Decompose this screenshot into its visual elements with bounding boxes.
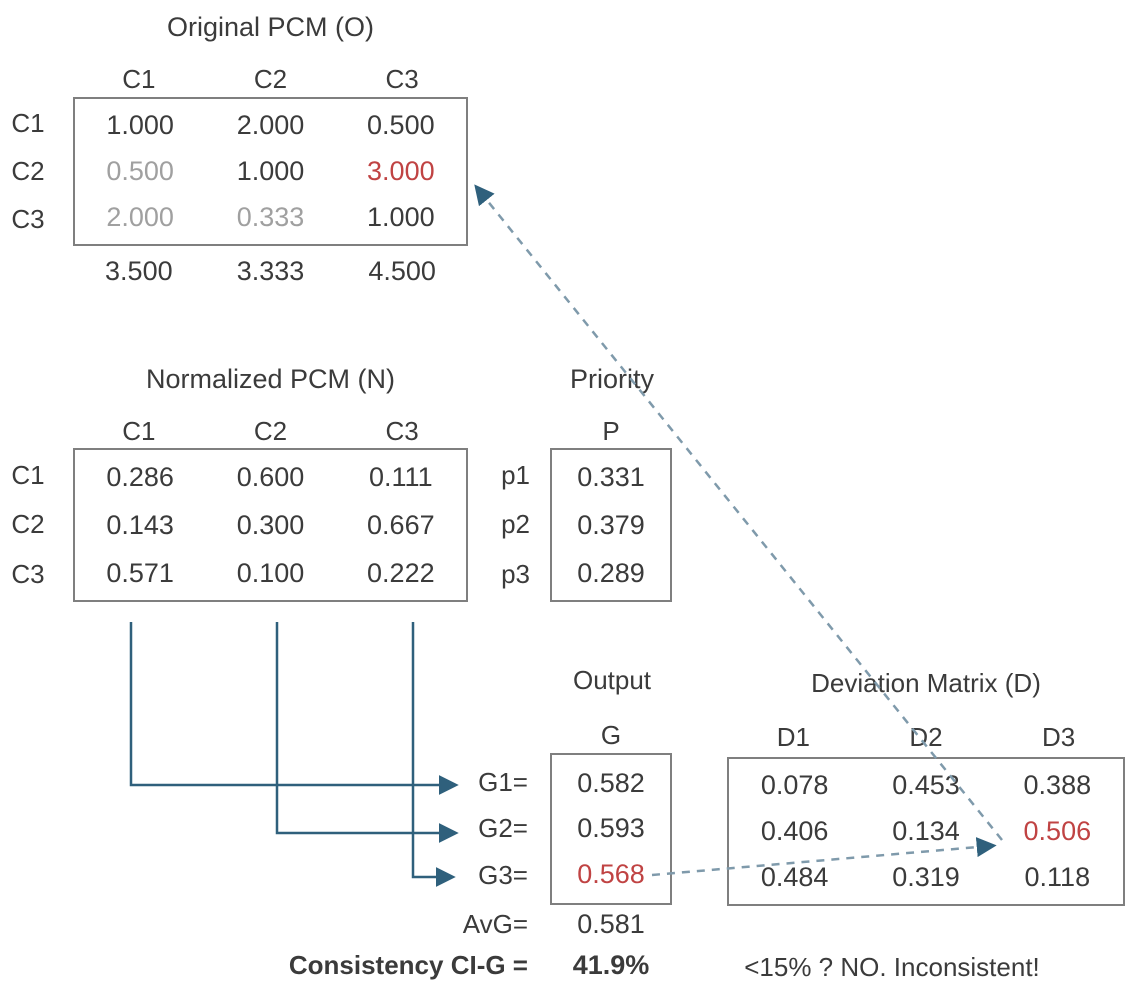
n-cell-r3c3: 0.222	[367, 557, 435, 588]
original-pcm-title: Original PCM (O)	[166, 12, 375, 42]
avg-label: AvG=	[462, 908, 528, 939]
output-label-g2: G2=	[478, 813, 528, 844]
arrow-n-col2-to-g2	[275, 622, 459, 843]
output-label-g3: G3=	[478, 860, 528, 891]
priority-label-p1: p1	[501, 460, 530, 491]
o-cell-r1c1: 1.000	[106, 109, 174, 140]
n-col-header-c3: C3	[385, 415, 419, 446]
o-cell-r2c3-highlighted: 3.000	[367, 155, 435, 186]
normalized-pcm-row-headers: C1 C2 C3	[4, 448, 52, 602]
n-cell-r2c1: 0.143	[106, 509, 174, 540]
priority-label-p3: p3	[501, 558, 530, 589]
output-title: Output	[572, 665, 652, 695]
o-sum-c2: 3.333	[236, 255, 305, 286]
n-row-header-c2: C2	[11, 509, 45, 540]
d-cell-r2c2: 0.134	[892, 815, 960, 846]
d-cell-r3c3: 0.118	[1024, 862, 1091, 893]
o-cell-r3c2: 0.333	[236, 202, 305, 233]
n-row-header-c1: C1	[11, 460, 45, 491]
o-sum-c3: 4.500	[368, 255, 436, 286]
normalized-pcm-matrix: 0.286 0.600 0.111 0.143 0.300 0.667 0.57…	[73, 448, 468, 602]
o-cell-r1c3: 0.500	[367, 109, 435, 140]
n-cell-r2c3: 0.667	[367, 509, 435, 540]
d-cell-r1c1: 0.078	[760, 769, 829, 800]
priority-col-header: P	[602, 415, 620, 446]
output-label-g1: G1=	[478, 766, 528, 797]
priority-vector: 0.331 0.379 0.289	[550, 448, 672, 602]
output-row-labels: G1= G2= G3=	[418, 753, 528, 905]
o-cell-r2c1: 0.500	[106, 155, 174, 186]
o-cell-r2c2: 1.000	[236, 155, 305, 186]
n-cell-r3c1: 0.571	[106, 557, 174, 588]
arrow-n-col1-to-g1	[129, 622, 459, 795]
consistency-label: Consistency CI-G =	[288, 949, 528, 980]
original-pcm-col-headers: C1 C2 C3	[73, 62, 468, 96]
n-row-header-c3: C3	[11, 558, 45, 589]
priority-row-labels: p1 p2 p3	[478, 448, 530, 602]
o-col-header-c3: C3	[385, 63, 419, 94]
output-value-g1: 0.582	[577, 768, 645, 799]
original-pcm-matrix: 1.000 2.000 0.500 0.500 1.000 3.000 2.00…	[73, 97, 468, 246]
deviation-matrix-title: Deviation Matrix (D)	[811, 668, 1041, 698]
d-col-header-d1: D1	[776, 721, 810, 752]
d-cell-r3c2: 0.319	[892, 862, 960, 893]
d-cell-r1c2: 0.453	[892, 769, 960, 800]
o-cell-r3c3: 1.000	[367, 202, 435, 233]
consistency-verdict: <15% ? NO. Inconsistent!	[744, 951, 1040, 982]
n-cell-r1c3: 0.111	[369, 461, 433, 492]
n-cell-r2c2: 0.300	[236, 509, 305, 540]
n-cell-r1c2: 0.600	[236, 461, 305, 492]
output-value-g3-highlighted: 0.568	[577, 858, 645, 889]
deviation-matrix: 0.078 0.453 0.388 0.406 0.134 0.506 0.48…	[727, 757, 1125, 906]
consistency-value: 41.9%	[572, 949, 650, 980]
d-col-header-d2: D2	[909, 721, 943, 752]
o-sum-c1: 3.500	[105, 255, 173, 286]
priority-label-p2: p2	[501, 509, 530, 540]
d-cell-r2c1: 0.406	[760, 815, 829, 846]
priority-value-p2: 0.379	[577, 509, 645, 540]
priority-value-p3: 0.289	[577, 557, 645, 588]
o-cell-r1c2: 2.000	[236, 109, 305, 140]
o-col-header-c2: C2	[253, 63, 288, 94]
n-col-header-c2: C2	[253, 415, 288, 446]
n-cell-r1c1: 0.286	[106, 461, 174, 492]
d-cell-r3c1: 0.484	[760, 862, 829, 893]
n-col-header-c1: C1	[122, 415, 156, 446]
avg-value: 0.581	[577, 908, 645, 939]
output-col-header: G	[600, 719, 622, 750]
normalized-pcm-col-headers: C1 C2 C3	[73, 414, 468, 448]
priority-title: Priority	[569, 364, 654, 394]
o-row-header-c2: C2	[11, 155, 45, 186]
d-cell-r2c3-highlighted: 0.506	[1023, 815, 1092, 846]
output-value-g2: 0.593	[577, 813, 645, 844]
d-col-header-d3: D3	[1042, 721, 1076, 752]
original-pcm-row-headers: C1 C2 C3	[4, 97, 52, 246]
d-cell-r1c3: 0.388	[1023, 769, 1092, 800]
output-vector: 0.582 0.593 0.568	[550, 753, 672, 905]
original-pcm-col-sums: 3.500 3.333 4.500	[73, 252, 468, 290]
o-row-header-c1: C1	[11, 108, 45, 139]
o-row-header-c3: C3	[11, 203, 45, 234]
n-cell-r3c2: 0.100	[236, 557, 305, 588]
priority-value-p1: 0.331	[577, 461, 645, 492]
o-cell-r3c1: 2.000	[106, 202, 174, 233]
deviation-matrix-col-headers: D1 D2 D3	[727, 720, 1125, 754]
o-col-header-c1: C1	[122, 63, 156, 94]
normalized-pcm-title: Normalized PCM (N)	[145, 364, 396, 394]
